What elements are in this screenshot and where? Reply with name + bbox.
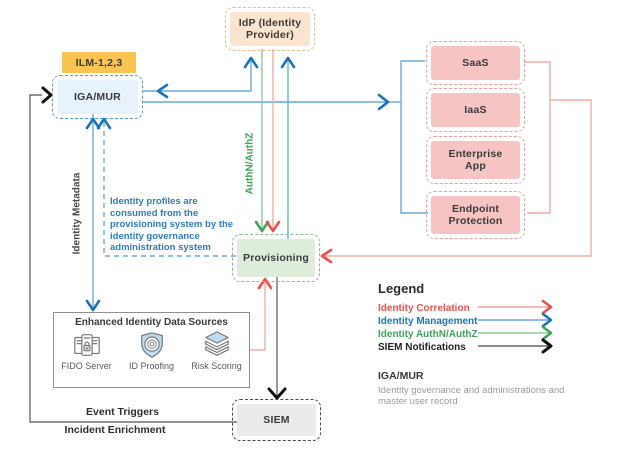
node-iaas: IaaS xyxy=(426,88,525,132)
legend-title: Legend xyxy=(378,281,425,296)
legend-abbreviation-definition: Identity governance and administrations … xyxy=(378,385,565,408)
arrow-metadata-up xyxy=(85,117,101,130)
node-iga-mur-label: IGA/MUR xyxy=(74,90,121,103)
legend-item-identity-correlation: Identity Correlation xyxy=(378,303,470,314)
node-provisioning: Provisioning xyxy=(232,234,320,282)
edge-iga-idp-line xyxy=(142,58,252,92)
node-ilm-label: ILM-1,2,3 xyxy=(75,56,123,69)
arrow-red-into-provisioning-right xyxy=(320,248,333,264)
legend-arrow-authn xyxy=(541,325,553,341)
arrow-into-idp-from-iga xyxy=(243,56,259,69)
arrow-into-iga-left-blue xyxy=(156,83,169,99)
apps-left-bracket-line xyxy=(400,60,428,214)
edge-siem-iga-line xyxy=(29,94,238,423)
node-endpoint-protection-label: Endpoint Protection xyxy=(448,202,503,227)
risk-scoring-layers-icon xyxy=(204,331,229,356)
event-triggers-label: Event Triggers xyxy=(86,406,159,418)
enhanced-identity-data-sources-panel: Enhanced Identity Data Sources xyxy=(53,312,250,388)
data-source-fido-server: FIDO Server xyxy=(57,330,117,371)
legend-arrow-correlation xyxy=(541,299,553,315)
data-source-risk-scoring: Risk Scoring xyxy=(187,330,247,371)
node-enterprise-app-label: Enterprise App xyxy=(448,147,503,172)
node-idp: IdP (Identity Provider) xyxy=(225,7,315,51)
data-sources-title: Enhanced Identity Data Sources xyxy=(75,317,228,328)
incident-enrichment-label: Incident Enrichment xyxy=(64,424,166,436)
identity-metadata-label: Identity Metadata xyxy=(71,172,83,255)
node-saas-label: SaaS xyxy=(462,56,489,69)
arrow-green-into-provisioning xyxy=(254,220,270,233)
arrow-dashed-into-iga xyxy=(96,117,112,130)
arrow-red-into-provisioning-bottom xyxy=(257,277,273,290)
data-source-id-proofing: ID Proofing xyxy=(122,330,182,371)
edge-datasources-provisioning-line xyxy=(249,281,266,351)
risk-scoring-label: Risk Scoring xyxy=(191,361,242,371)
node-enterprise-app: Enterprise App xyxy=(426,136,525,184)
legend-item-identity-management: Identity Management xyxy=(378,316,478,327)
node-siem: SIEM xyxy=(232,399,321,441)
id-proofing-label: ID Proofing xyxy=(128,361,175,371)
arrow-into-apps-blue xyxy=(377,93,390,111)
legend-item-siem-notifications: SIEM Notifications xyxy=(378,342,466,353)
node-ilm: ILM-1,2,3 xyxy=(62,52,136,73)
arrow-metadata-down xyxy=(85,299,101,312)
legend-item-identity-authn-authz: Identity AuthN/AuthZ xyxy=(378,329,478,340)
fido-server-icon xyxy=(73,334,100,356)
arrow-red-into-provisioning-top xyxy=(265,220,281,233)
node-saas: SaaS xyxy=(426,41,525,85)
node-idp-label: IdP (Identity Provider) xyxy=(238,16,302,41)
node-endpoint-protection: Endpoint Protection xyxy=(426,191,525,239)
apps-right-bracket-line xyxy=(524,61,551,214)
legend: Legend Identity Correlation Identity Man… xyxy=(378,281,608,408)
arrow-into-idp-from-provisioning xyxy=(280,56,296,69)
arrow-into-siem xyxy=(267,387,287,400)
legend-arrow-siem xyxy=(541,338,553,354)
legend-arrow-management xyxy=(541,312,553,328)
node-iga-mur: IGA/MUR xyxy=(52,75,143,119)
arrow-into-iga-left-black xyxy=(41,86,53,104)
id-proofing-shield-icon xyxy=(140,332,163,358)
provisioning-annotation: Identity profiles are consumed from the … xyxy=(110,196,233,254)
edge-apps-provisioning-line xyxy=(324,99,592,257)
node-siem-label: SIEM xyxy=(263,413,290,426)
authn-authz-label: AuthN/AuthZ xyxy=(244,132,256,195)
legend-abbreviation-term: IGA/MUR xyxy=(378,370,424,382)
fido-server-label: FIDO Server xyxy=(61,361,112,371)
node-provisioning-label: Provisioning xyxy=(243,251,309,264)
node-iaas-label: IaaS xyxy=(464,103,487,116)
